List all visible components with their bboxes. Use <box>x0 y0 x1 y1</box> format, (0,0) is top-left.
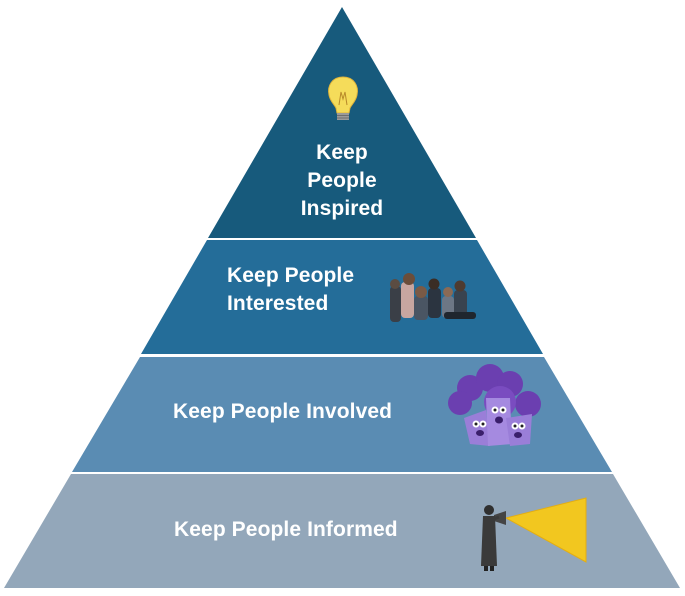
tier-label-line: Keep <box>316 141 368 164</box>
megaphone-person-icon <box>481 497 587 571</box>
tier-label-line: Inspired <box>300 197 384 220</box>
tier-label-informed: Keep People Informed <box>174 516 398 544</box>
tier-informed <box>4 474 680 588</box>
tier-label-inspired: Keep People Inspired <box>282 139 402 223</box>
tier-label-line: Keep People <box>227 264 355 287</box>
audience-icon <box>390 273 476 322</box>
tier-label-involved: Keep People Involved <box>173 398 392 426</box>
tier-inspired <box>208 7 476 238</box>
purple-characters-icon <box>448 364 541 446</box>
tier-label-interested: Keep People Interested <box>227 262 354 318</box>
lightbulb-icon <box>328 76 358 120</box>
tier-label-line: Keep People Informed <box>174 518 398 541</box>
tier-label-line: People <box>307 169 377 192</box>
tier-label-line: Interested <box>227 292 329 315</box>
tier-label-line: Keep People Involved <box>173 400 393 423</box>
tier-interested <box>141 240 543 354</box>
